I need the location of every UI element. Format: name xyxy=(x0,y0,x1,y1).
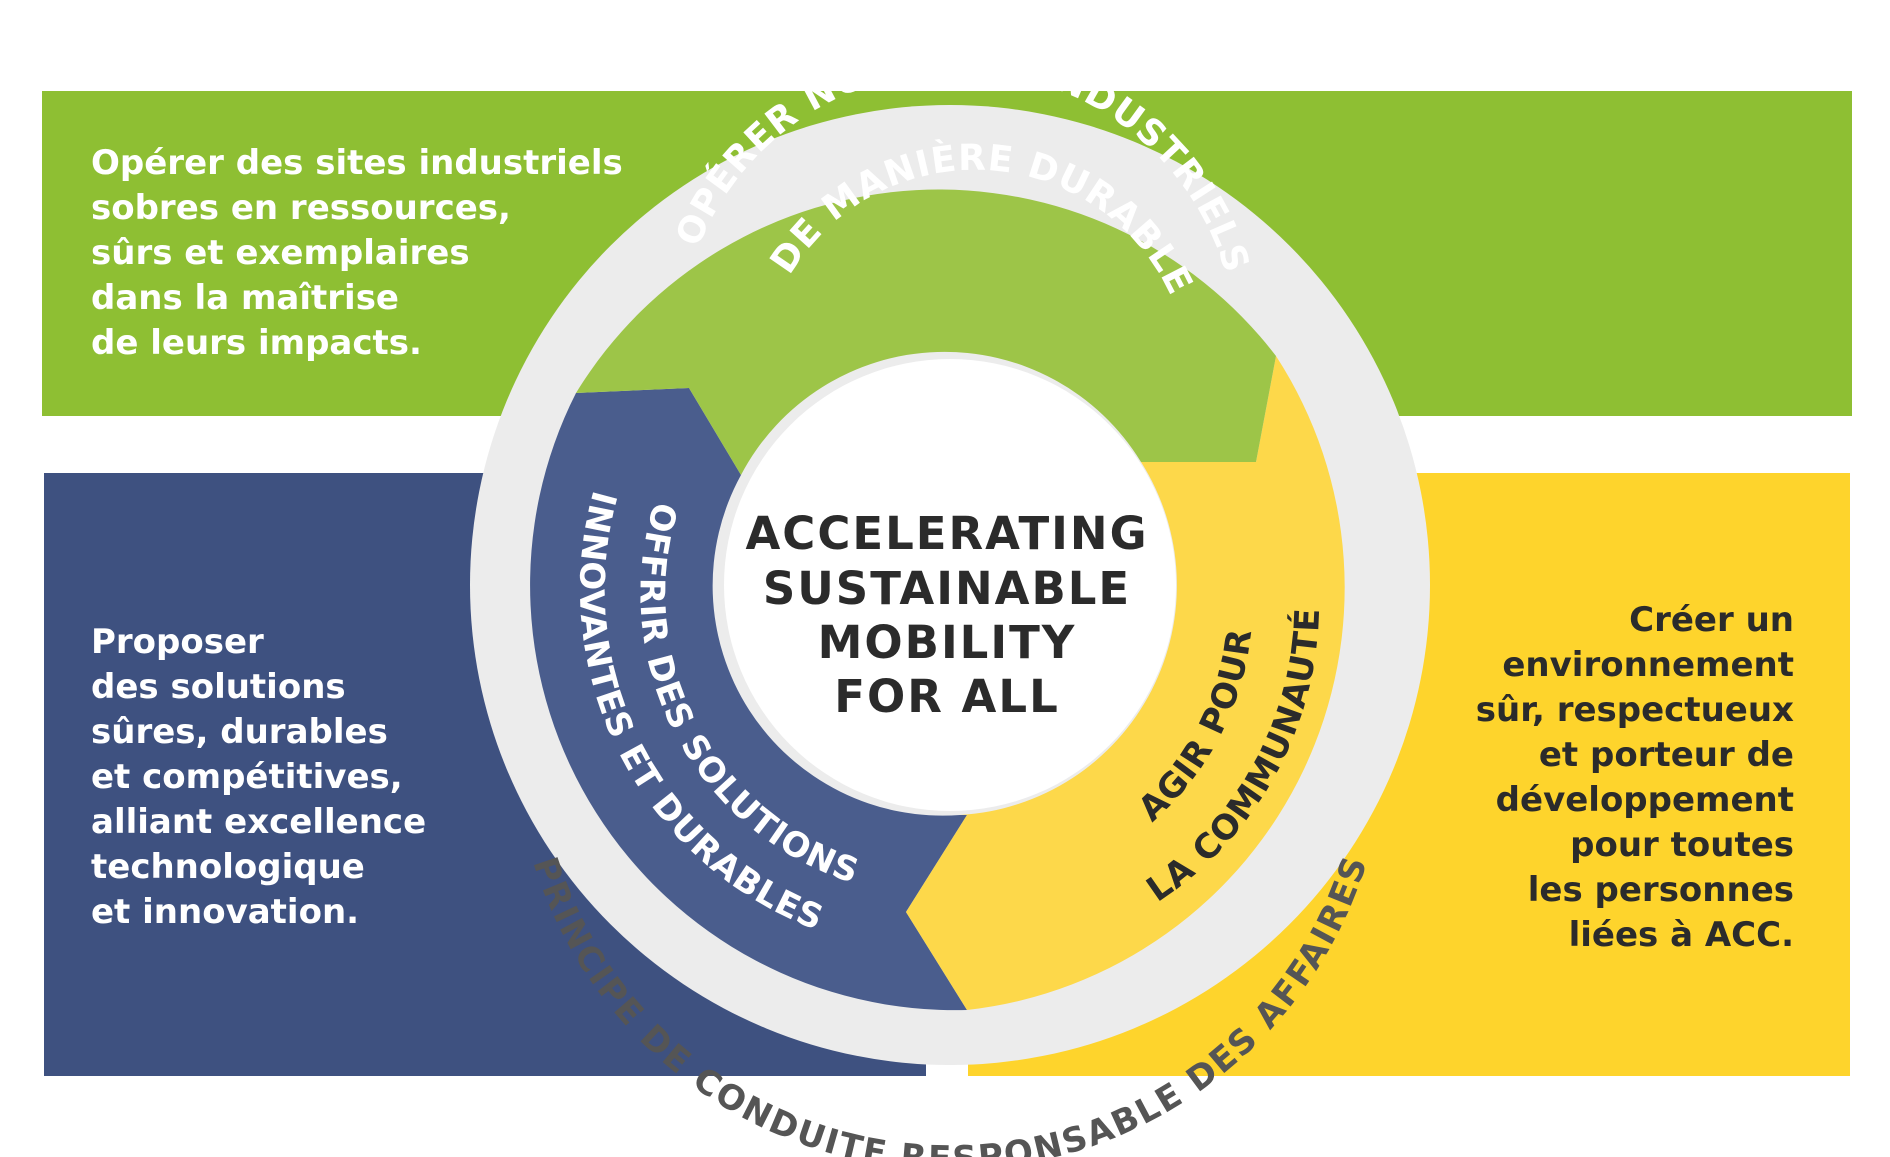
blue-panel-text: Proposer des solutions sûres, durables e… xyxy=(91,622,427,932)
segment-blue xyxy=(530,388,967,1011)
center-circle xyxy=(724,359,1176,811)
yellow-panel-text: Créer un environnement sûr, respectueux … xyxy=(1475,600,1794,955)
center-line-1: ACCELERATING xyxy=(745,507,1148,560)
center-line-4: FOR ALL xyxy=(834,670,1060,723)
segment-green xyxy=(576,189,1276,476)
green-panel-text: Opérer des sites industriels sobres en r… xyxy=(91,143,623,363)
center-line-3: MOBILITY xyxy=(818,616,1077,669)
center-line-2: SUSTAINABLE xyxy=(763,562,1131,615)
segment-yellow xyxy=(906,356,1345,1010)
